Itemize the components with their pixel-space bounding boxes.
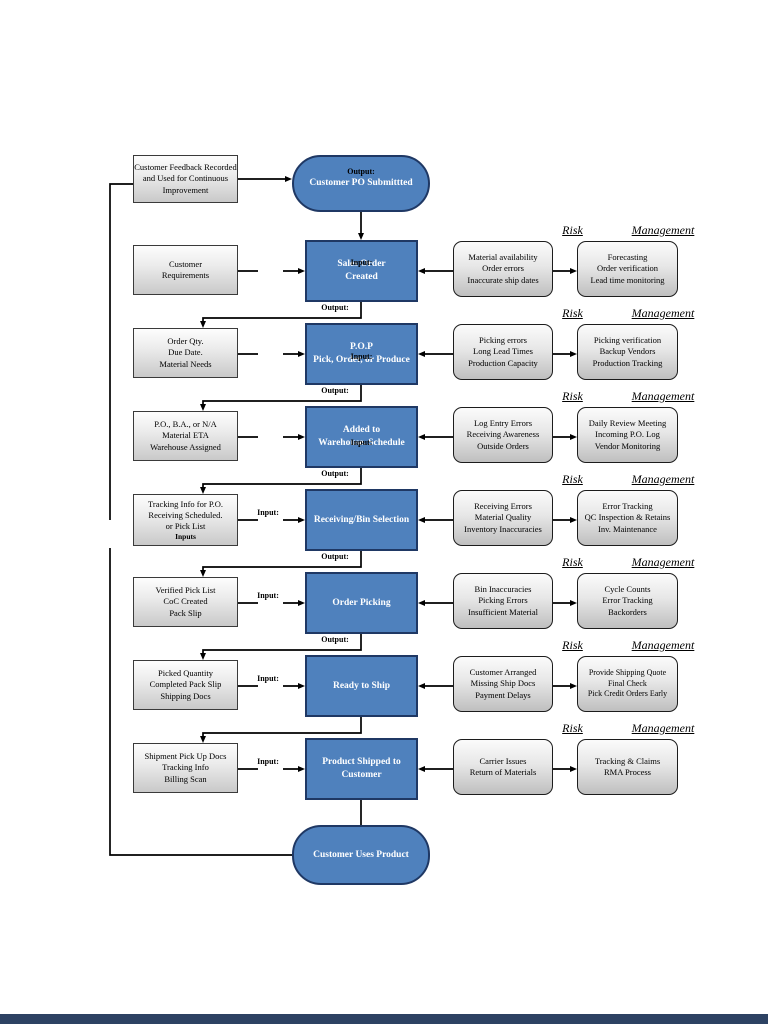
process-title-row5: Order Picking: [332, 597, 391, 608]
risk-box-row2: Picking errors Long Lead Times Productio…: [453, 324, 553, 380]
po-capsule-title: Customer PO Submittted: [309, 178, 413, 189]
risk-box-row1: Material availability Order errors Inacc…: [453, 241, 553, 297]
input-arrow-label-row4: Input:: [257, 508, 279, 517]
risk-header-row3: Risk: [562, 389, 583, 403]
feedback-box: Customer Feedback Recorded and Used for …: [133, 155, 238, 203]
process-box-ready-to-ship: Ready to Ship: [305, 655, 418, 717]
management-header-row1: Management: [631, 223, 695, 237]
risk-box-row6: Customer Arranged Missing Ship Docs Paym…: [453, 656, 553, 712]
output-label-row2: Output:: [321, 386, 349, 395]
process-box-order-picking: Order Picking: [305, 572, 418, 634]
risk-box-row7: Carrier Issues Return of Materials: [453, 739, 553, 795]
output-label-row3: Output:: [321, 469, 349, 478]
management-header-row6: Management: [631, 638, 695, 652]
risk-header-row6: Risk: [562, 638, 583, 652]
footer-bar: [0, 1014, 768, 1024]
input-arrow-label-row5: Input:: [257, 591, 279, 600]
input-box-customer-requirements: Customer Requirements: [133, 245, 238, 295]
process-box-receiving-bin-selection: Receiving/Bin Selection: [305, 489, 418, 551]
input-box-picked-quantity: Picked Quantity Completed Pack Slip Ship…: [133, 660, 238, 710]
management-box-row4: Error Tracking QC Inspection & Retains I…: [577, 490, 678, 546]
risk-box-row4: Receiving Errors Material Quality Invent…: [453, 490, 553, 546]
input-box-po-ba-na: P.O., B.A., or N/A Material ETA Warehous…: [133, 411, 238, 461]
input-box-tracking-info: Tracking Info for P.O. Receiving Schedul…: [133, 494, 238, 546]
management-box-row6: Provide Shipping Quote Final Check Pick …: [577, 656, 678, 712]
risk-header-row2: Risk: [562, 306, 583, 320]
po-capsule-output-label: Output:: [347, 167, 375, 176]
management-box-row7: Tracking & Claims RMA Process: [577, 739, 678, 795]
input-arrow-label-row6: Input:: [257, 674, 279, 683]
management-header-row7: Management: [631, 721, 695, 735]
input-sub-label-row4: Inputs: [175, 532, 196, 542]
bottom-capsule-title: Customer Uses Product: [313, 849, 409, 860]
process-box-added-to-warehouse: Input: Added to Warehouse. Schedule: [305, 406, 418, 468]
output-label-row5: Output:: [321, 635, 349, 644]
risk-header-row7: Risk: [562, 721, 583, 735]
management-box-row2: Picking verification Backup Vendors Prod…: [577, 324, 678, 380]
process-box-product-shipped: Product Shipped to Customer: [305, 738, 418, 800]
risk-box-row3: Log Entry Errors Receiving Awareness Out…: [453, 407, 553, 463]
management-header-row3: Management: [631, 389, 695, 403]
process-box-sales-order-created: Input: Sales Order Created: [305, 240, 418, 302]
process-input-overlay-row3: Input:: [350, 438, 373, 447]
risk-header-row1: Risk: [562, 223, 583, 237]
customer-uses-product-capsule: Customer Uses Product: [292, 825, 430, 885]
management-box-row3: Daily Review Meeting Incoming P.O. Log V…: [577, 407, 678, 463]
input-box-order-qty: Order Qty. Due Date. Material Needs: [133, 328, 238, 378]
process-title-row6: Ready to Ship: [332, 680, 390, 691]
input-box-verified-pick-list: Verified Pick List CoC Created Pack Slip: [133, 577, 238, 627]
process-title-row7: Product Shipped to Customer: [322, 757, 401, 780]
po-submitted-capsule: Output: Customer PO Submittted: [292, 155, 430, 212]
risk-header-row5: Risk: [562, 555, 583, 569]
process-box-pop: Input: P.O.P Pick, Order, or Produce: [305, 323, 418, 385]
output-label-row1: Output:: [321, 303, 349, 312]
management-header-row4: Management: [631, 472, 695, 486]
risk-header-row4: Risk: [562, 472, 583, 486]
input-text-row4: Tracking Info for P.O. Receiving Schedul…: [147, 498, 223, 532]
process-title-row3: Added to Warehouse. Schedule: [318, 425, 405, 448]
process-title-row4: Receiving/Bin Selection: [313, 514, 410, 525]
process-title-row1: Sales Order Created: [337, 259, 386, 282]
input-box-shipment-pickup-docs: Shipment Pick Up Docs Tracking Info Bill…: [133, 743, 238, 793]
output-label-row4: Output:: [321, 552, 349, 561]
management-box-row1: Forecasting Order verification Lead time…: [577, 241, 678, 297]
management-header-row5: Management: [631, 555, 695, 569]
process-title-row2: P.O.P Pick, Order, or Produce: [313, 342, 410, 365]
input-arrow-label-row7: Input:: [257, 757, 279, 766]
process-input-overlay-row1: Input:: [350, 258, 373, 267]
management-header-row2: Management: [631, 306, 695, 320]
elbow-output-row6: [200, 717, 362, 743]
risk-box-row5: Bin Inaccuracies Picking Errors Insuffic…: [453, 573, 553, 629]
feedback-loop-upper: [109, 183, 133, 520]
process-input-overlay-row2: Input:: [350, 352, 373, 361]
management-box-row5: Cycle Counts Error Tracking Backorders: [577, 573, 678, 629]
